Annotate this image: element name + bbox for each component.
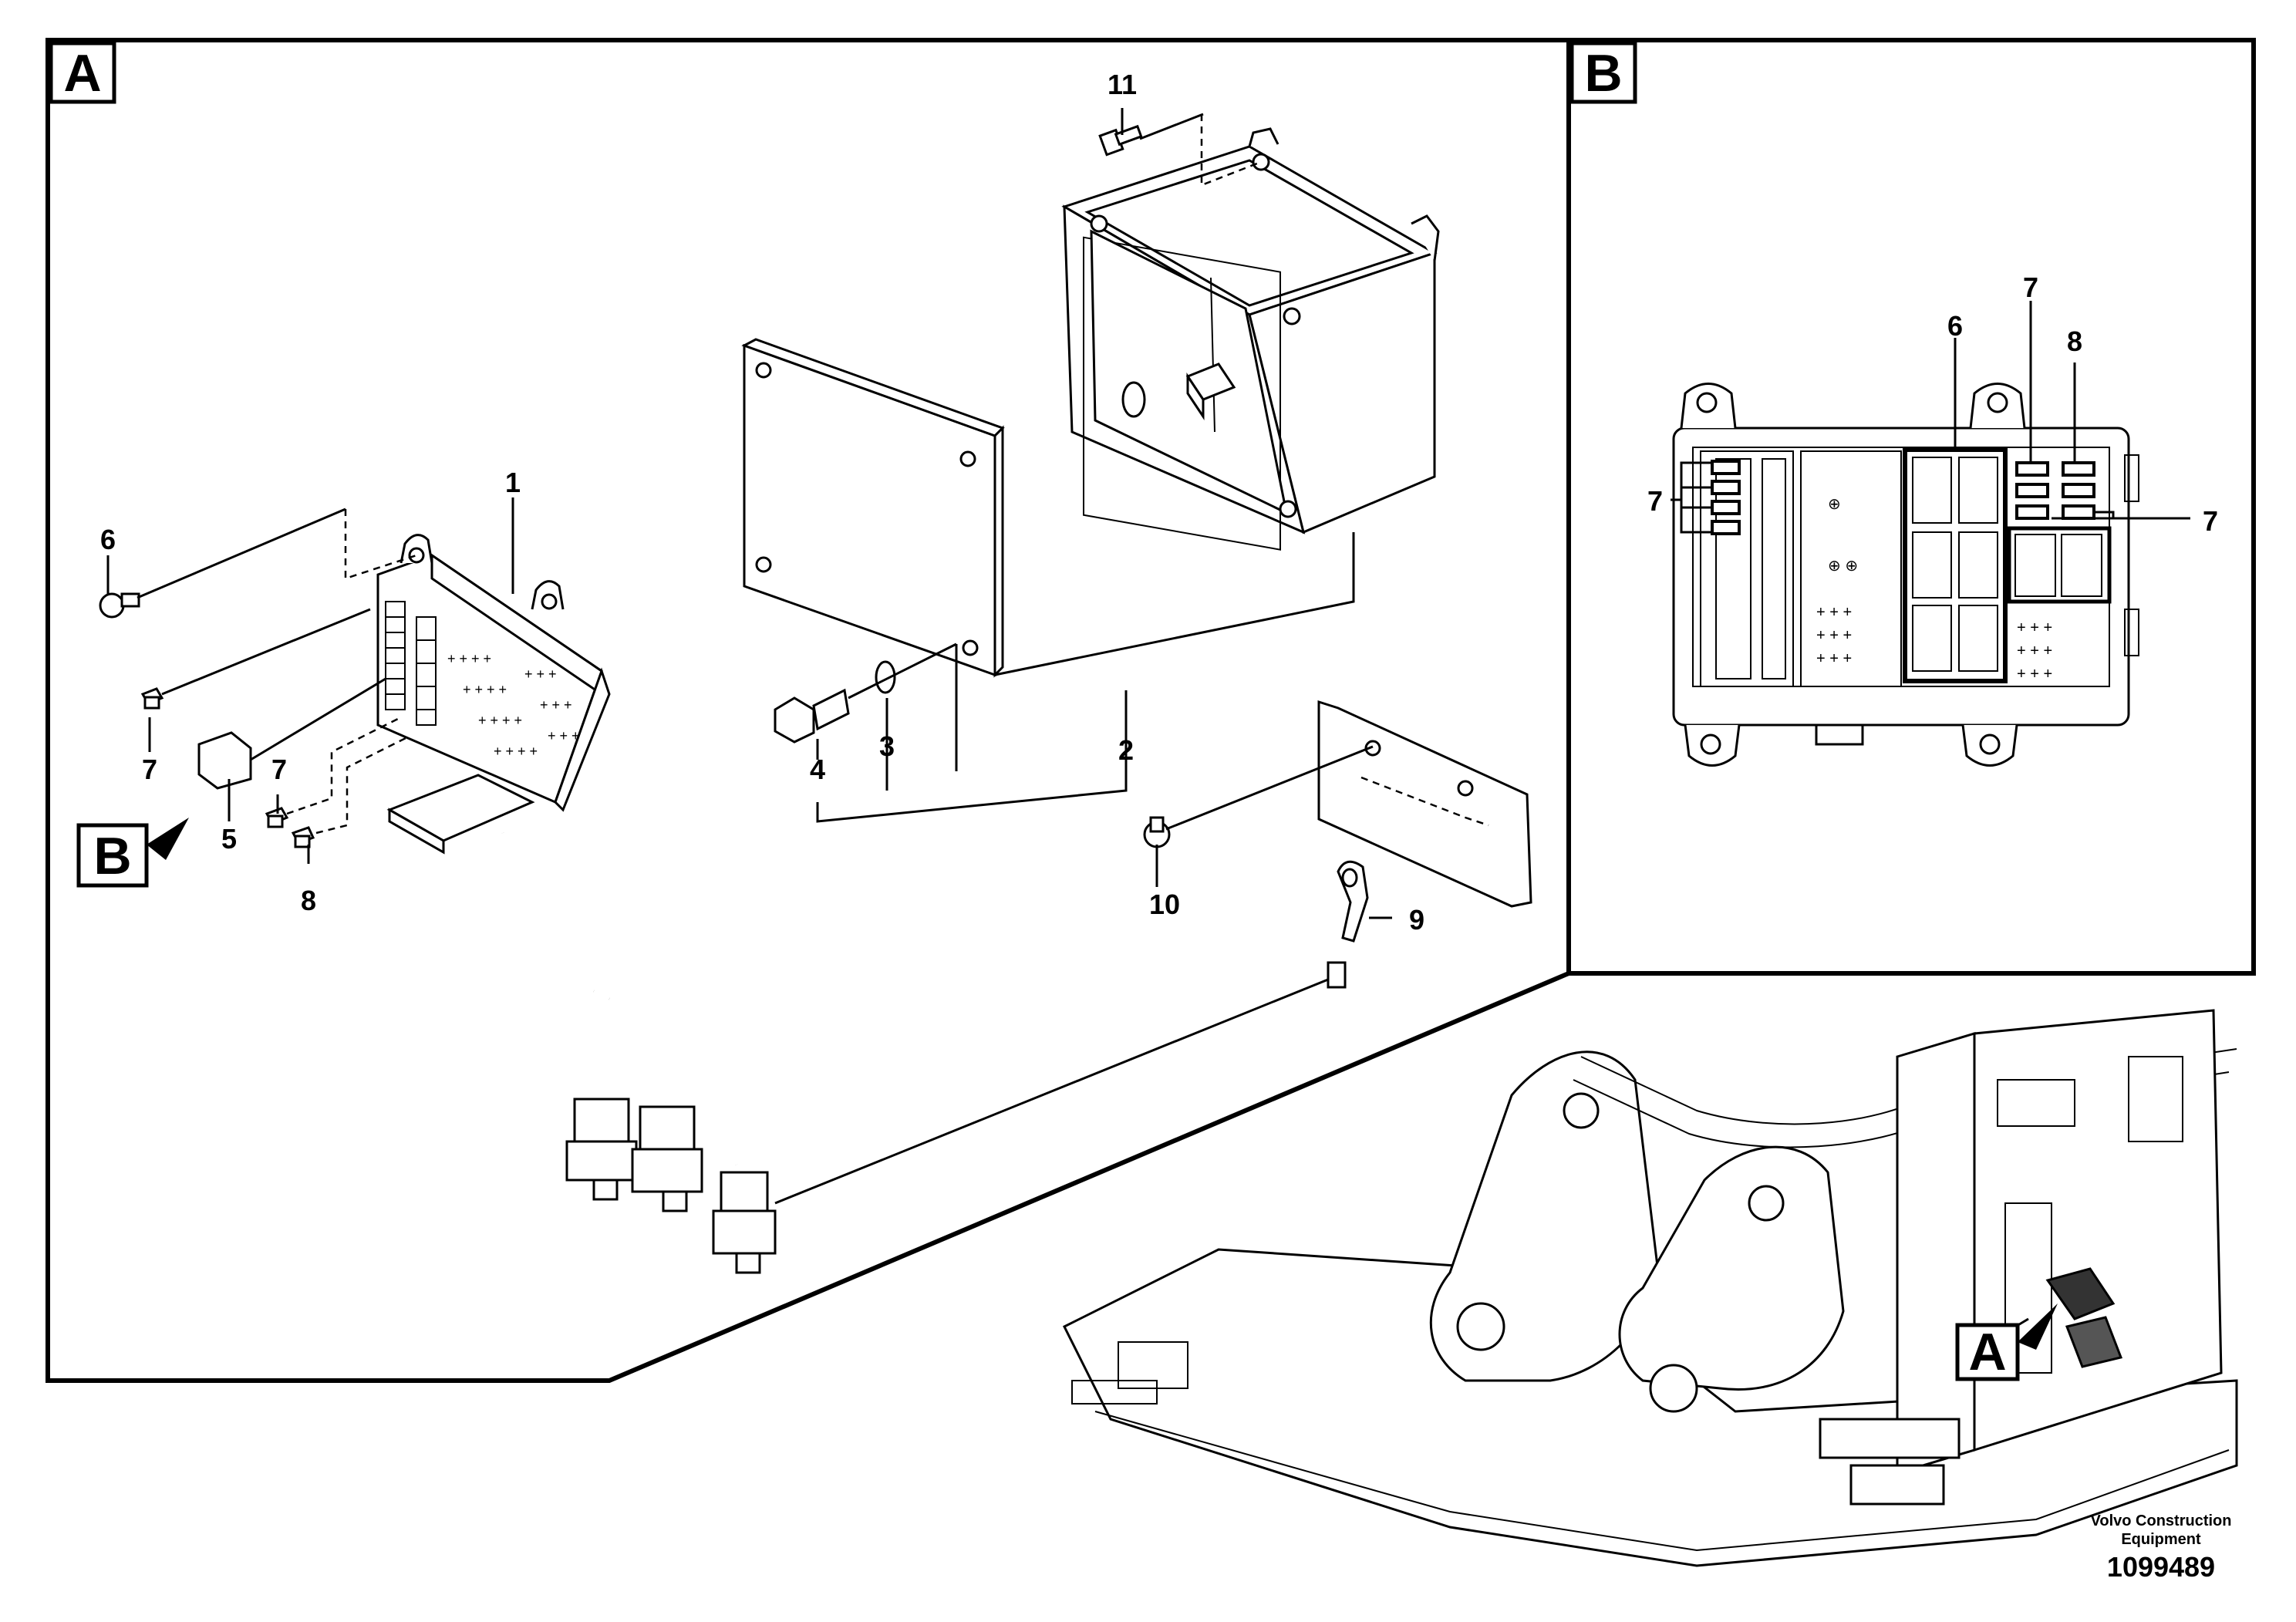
svg-text:+ + +: + + + xyxy=(1816,650,1852,667)
svg-text:+ + + +: + + + + xyxy=(478,713,522,728)
svg-text:+ + +: + + + xyxy=(2017,642,2052,659)
svg-text:⊕: ⊕ xyxy=(1828,496,1841,513)
svg-text:+ + + +: + + + + xyxy=(494,744,538,759)
svg-text:+ + + +: + + + + xyxy=(463,682,507,697)
callout-3: 3 xyxy=(879,730,895,762)
callout-10: 10 xyxy=(1149,889,1180,920)
bracket-plate xyxy=(1143,700,1532,989)
cover-plate xyxy=(741,338,1005,678)
fuse-panel-detail: ⊕ ⊕ ⊕ + + + + + + + + + + + + + + + + + … xyxy=(1672,383,2139,767)
view-a-label: A xyxy=(63,44,101,103)
screw-11 xyxy=(1098,113,1204,157)
screw-6 xyxy=(99,508,346,619)
callout-7b: 7 xyxy=(271,754,287,785)
fuse-rows xyxy=(385,601,437,726)
callout-ref-b: B xyxy=(93,827,131,885)
overview-view-a-marker: A xyxy=(1955,1303,2058,1381)
svg-text:⊕ ⊕: ⊕ ⊕ xyxy=(1828,558,1858,575)
callout-11: 11 xyxy=(1108,69,1137,100)
callout-2: 2 xyxy=(1118,734,1134,766)
callout-b-7-right: 7 xyxy=(2203,505,2218,537)
view-b-leaders xyxy=(1671,301,2190,534)
wiring-harness xyxy=(497,832,1329,1274)
callout-b-7-top: 7 xyxy=(2023,271,2038,303)
connector-1 xyxy=(565,1098,638,1201)
view-b-frame: B xyxy=(1566,38,2256,976)
assembly-brackets xyxy=(816,532,1355,823)
callout-5: 5 xyxy=(221,823,237,855)
machine-overview xyxy=(1062,1009,2238,1567)
credit-line-2: Equipment xyxy=(2121,1531,2201,1548)
callout-ref-a: A xyxy=(1968,1323,2006,1381)
callout-leaders xyxy=(106,108,1392,919)
svg-text:+ + +: + + + xyxy=(540,697,572,713)
credit-block: Volvo Construction Equipment 1099489 xyxy=(2091,1512,2232,1583)
callout-7a: 7 xyxy=(142,754,157,785)
fuse-relay-box: + + + + + + + + + + + + + + + + + + + + … xyxy=(344,509,611,855)
callout-b-7-left: 7 xyxy=(1647,485,1663,517)
svg-text:+ + +: + + + xyxy=(524,666,557,682)
callout-b-8: 8 xyxy=(2067,325,2082,357)
svg-text:+ + +: + + + xyxy=(2017,666,2052,683)
svg-text:+ + +: + + + xyxy=(1816,627,1852,644)
enclosure-box xyxy=(1061,114,1440,551)
callout-numbers: 1 2 3 4 5 6 7 7 8 9 10 11 6 7 8 7 7 xyxy=(100,69,2218,936)
svg-text:+ + +: + + + xyxy=(1816,604,1852,621)
callout-9: 9 xyxy=(1409,904,1424,936)
small-fuses-and-relay xyxy=(140,608,410,848)
credit-line-1: Volvo Construction xyxy=(2091,1512,2232,1529)
document-number: 1099489 xyxy=(2107,1551,2215,1583)
view-b-label: B xyxy=(1584,44,1622,103)
bolt-and-washer xyxy=(774,642,957,744)
callout-1: 1 xyxy=(505,467,521,498)
svg-text:+ + +: + + + xyxy=(548,728,580,744)
callout-6: 6 xyxy=(100,524,116,555)
callout-b-6: 6 xyxy=(1947,310,1963,342)
connector-3 xyxy=(712,1171,777,1274)
callout-4: 4 xyxy=(810,754,825,785)
svg-text:+ + + +: + + + + xyxy=(447,651,491,666)
svg-text:+ + +: + + + xyxy=(2017,619,2052,636)
view-b-reference-marker: B xyxy=(76,818,189,888)
terminal-grid: + + + + + + + + + + + + + + + + + + + + … xyxy=(447,651,580,759)
callout-8: 8 xyxy=(301,885,316,916)
connector-2 xyxy=(631,1105,703,1212)
